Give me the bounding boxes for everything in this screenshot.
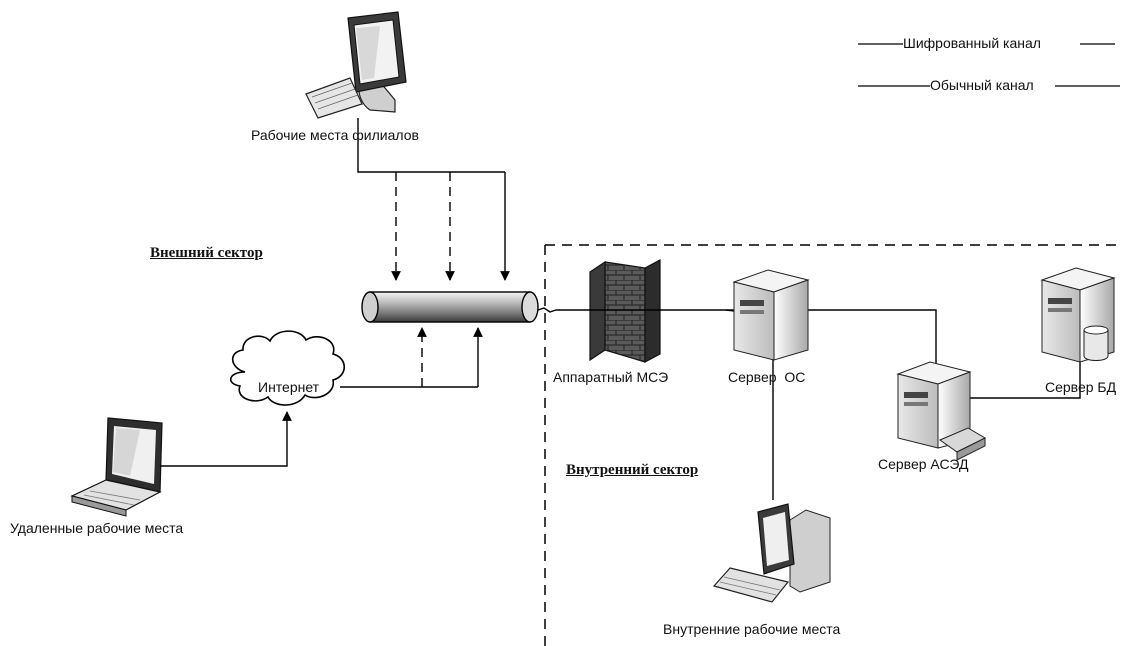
external-sector-label: Внешний сектор bbox=[150, 245, 263, 261]
internet-links bbox=[340, 327, 483, 388]
edms-server-icon bbox=[896, 361, 987, 461]
internal-sector-boundary bbox=[544, 244, 1122, 646]
legend-ordinary-label: Обычный канал bbox=[930, 77, 1034, 93]
internal-workstation-icon bbox=[712, 503, 831, 603]
branch-links bbox=[357, 118, 510, 281]
internet-cloud-icon bbox=[230, 330, 346, 406]
legend bbox=[858, 43, 1120, 87]
internal-workstations-label: Внутренние рабочие места bbox=[663, 621, 841, 637]
internal-sector-label: Внутренний сектор bbox=[566, 462, 699, 478]
legend-encrypted-label: Шифрованный канал bbox=[903, 35, 1041, 51]
remote-workstations-label: Удаленные рабочие места bbox=[10, 520, 184, 536]
firewall-label: Аппаратный МСЭ bbox=[553, 369, 669, 385]
remote-laptop-icon bbox=[70, 417, 163, 517]
db-server-icon bbox=[1040, 267, 1116, 363]
branch-workstations-label: Рабочие места филиалов bbox=[251, 127, 419, 143]
internet-label: Интернет bbox=[258, 379, 320, 395]
firewall-icon bbox=[589, 259, 661, 363]
remote-to-internet-link bbox=[160, 411, 292, 467]
backbone-pipe bbox=[361, 291, 539, 323]
os-server-icon bbox=[732, 269, 810, 361]
os-server-label: Сервер ОС bbox=[728, 369, 806, 385]
branch-workstation-icon bbox=[305, 11, 407, 119]
edms-server-label: Сервер АСЭД bbox=[878, 456, 969, 472]
db-server-label: Сервер БД bbox=[1045, 379, 1117, 395]
